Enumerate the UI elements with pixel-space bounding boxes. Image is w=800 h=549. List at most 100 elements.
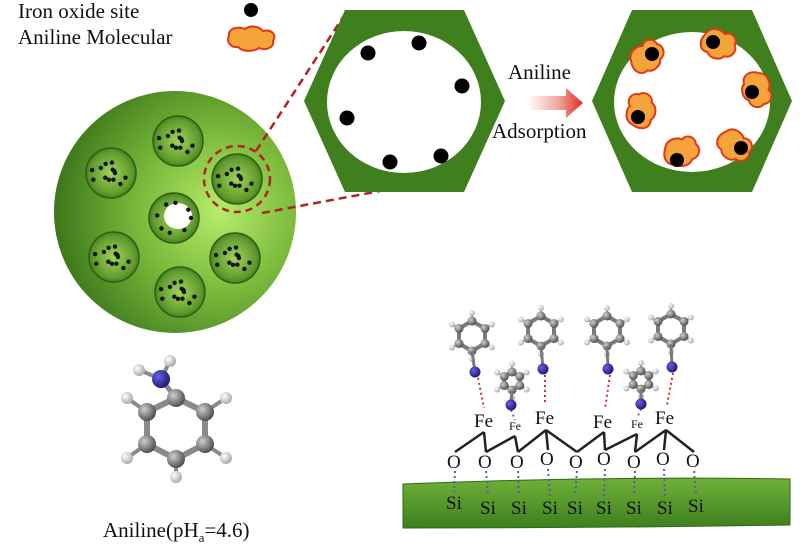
pore-opening [154,266,206,318]
fe-o-bond [517,429,547,453]
iron-site-dot [215,173,221,179]
oxygen-label: O [540,449,554,470]
iron-site-dot [411,35,427,51]
hydrogen-atom [488,344,495,351]
iron-sites-group [339,35,470,170]
silicon-label: Si [626,498,642,519]
fe-o-bond [604,432,638,452]
adsorbed-sites-group [625,28,773,167]
hydrogen-atom [687,314,694,321]
iron-site-dot [176,128,182,133]
caption-prefix: Aniline(pH [103,518,199,542]
aniline-molecule-icon [227,25,276,52]
iron-site-dot [182,227,187,233]
iron-site-dot [172,280,177,285]
hydrogen-atom [469,310,475,316]
coordination-bond [517,470,520,497]
silicon-label: Si [542,498,558,519]
iron-site-label: Iron oxide site [18,0,139,23]
fe-o-bond [633,433,639,453]
iron-site-dot [224,171,230,177]
iron-site-dot [158,286,164,292]
iron-site-dot [734,141,748,155]
pore [209,232,261,284]
hydrogen-atom [584,339,591,346]
iron-site-dot [237,183,242,188]
iron-site-dot [180,296,185,301]
pore-opening [85,147,137,199]
hydrogen-atom [488,321,495,328]
iron-site-dot [242,266,247,272]
fe-o-bond [576,430,605,454]
hydrogen-atom [121,452,133,464]
iron-site-dot [233,245,239,250]
iron-site-dot [98,165,104,171]
adsorbed-aniline [584,305,630,375]
carbon-atom [653,332,663,341]
iron-site-dot [109,261,115,266]
iron-site-dot [159,226,164,231]
iron-site-dot [167,230,172,235]
oxygen-label: O [686,451,700,472]
carbon-atom [523,319,533,328]
carbon-atom [138,403,156,421]
carbon-atom [549,334,559,343]
carbon-atom [679,332,689,341]
fe-o-bond [544,429,550,451]
hydrogen-atom [623,316,630,323]
oxygen-label: O [569,452,583,473]
nitrogen-atom [635,398,647,410]
fe-label: Fe [509,419,521,433]
fe-o-bond [665,429,695,453]
iron-site-dot [118,181,123,187]
iron-site-dot [192,294,197,299]
arrow-label-adsorption: Adsorption [492,119,587,143]
iron-site-dot [186,207,191,212]
fe-label: Fe [474,411,493,432]
nitrogen-atom [469,366,481,378]
iron-site-dot [187,300,192,306]
silicon-label: Si [596,498,612,519]
carbon-atom [480,324,490,333]
silicon-label: Si [480,498,496,519]
carbon-atom [589,319,599,328]
adsorbed-aniline [623,360,659,410]
iron-site-dot [92,251,98,257]
oxygen-label: O [627,452,641,473]
silicon-label: Si [567,498,583,519]
carbon-atom [589,334,599,343]
iron-site-dot [382,154,398,170]
fe-label: Fe [655,408,674,429]
iron-site-dot [745,85,759,99]
iron-site-dot [113,251,118,256]
iron-site-dot [244,187,249,193]
iron-site-dot [222,250,228,256]
hydrogen-atom [220,452,232,464]
iron-site-dot [103,161,108,166]
oxygen-label: O [478,452,492,473]
iron-site-dot [232,183,238,188]
legend: Iron oxide site Aniline Molecular [18,0,276,52]
iron-site-dot [103,175,108,180]
carbon-atom [628,371,638,380]
oxygen-label: O [597,449,611,470]
iron-site-dot [227,246,232,251]
hydrogen-atom [652,385,659,392]
pore [152,115,204,167]
zoom-line-bottom [261,189,381,215]
atom-labels: Fe Fe Fe Fe Fe Fe O O O O O O O O O Si S… [446,408,704,519]
carbon-atom [138,435,156,453]
nitrogen-atom [152,370,170,388]
iron-site-dot [213,252,219,258]
iron-site-dot [217,183,222,188]
hydrogen-atom [449,321,456,328]
iron-site-dot [172,294,177,299]
silicon-label: Si [657,498,673,519]
hydrogen-atom [494,369,501,376]
fe-o-bond [602,431,607,451]
hydrogen-atom [584,316,591,323]
carbon-atom [196,403,214,421]
carbon-atom [536,311,546,321]
hydrogen-atom [509,361,515,367]
fe-o-bond [482,431,488,453]
